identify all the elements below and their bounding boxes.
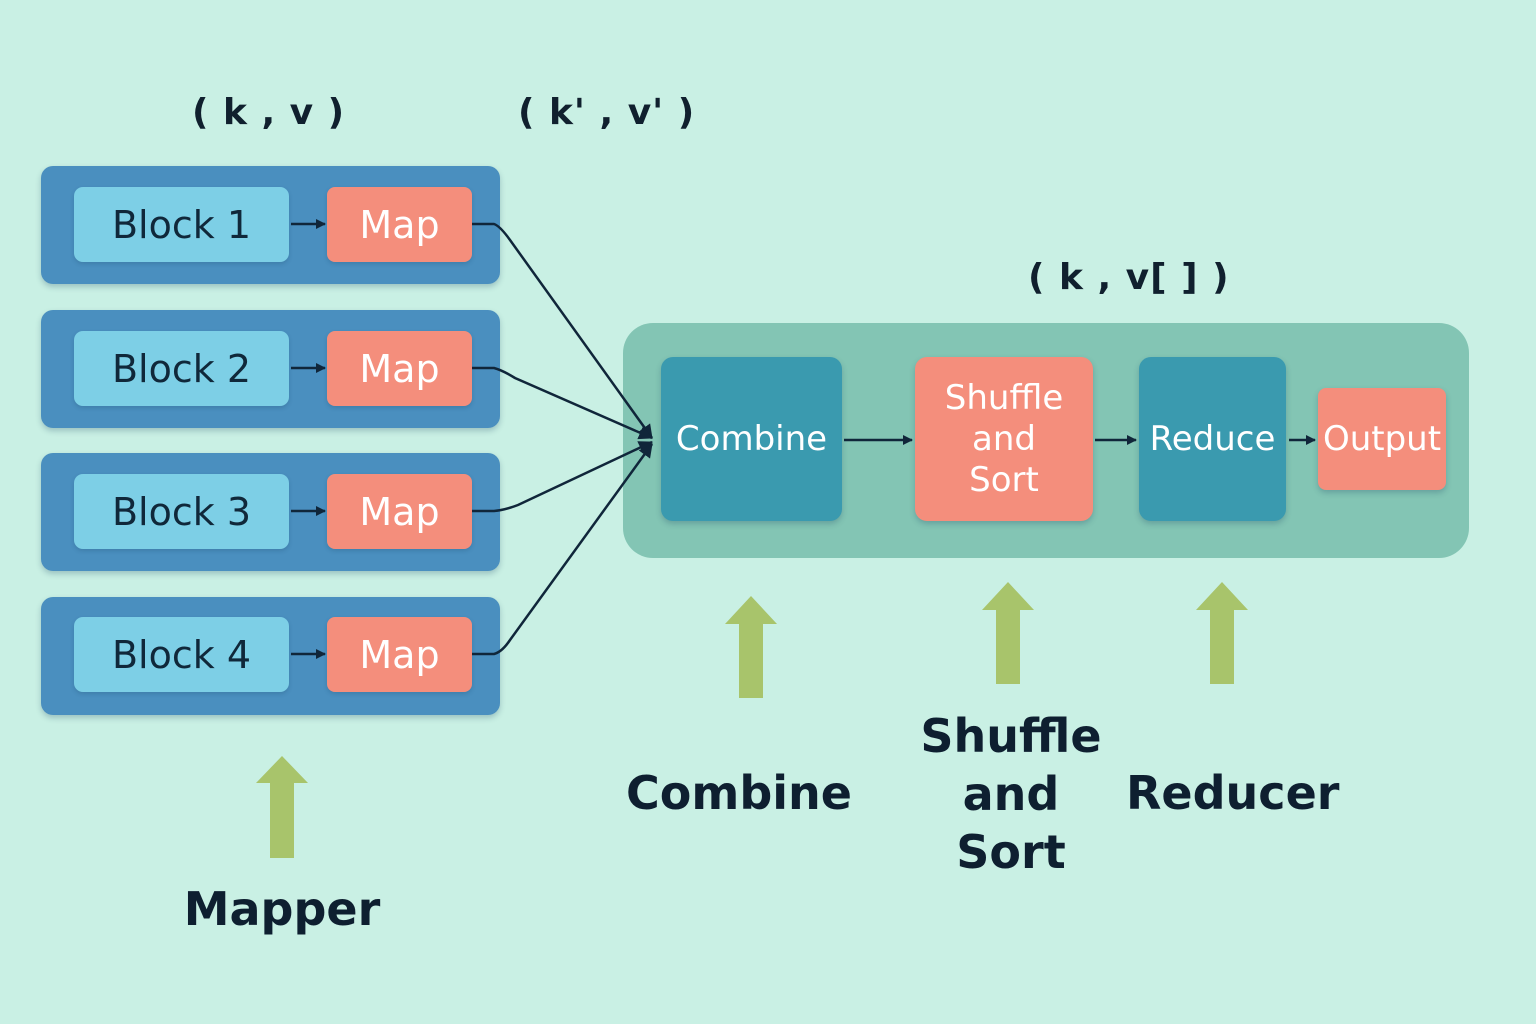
map-1: Map (327, 187, 472, 262)
shuffle-sort-label: Shuffle and Sort (920, 709, 1102, 879)
map-3: Map (327, 474, 472, 549)
block-2: Block 2 (74, 331, 289, 406)
map-3-to-combine-connector (472, 440, 653, 513)
reducer-label: Reducer (1126, 766, 1340, 820)
up-arrow-icon (725, 596, 777, 698)
map-2: Map (327, 331, 472, 406)
block-3: Block 3 (74, 474, 289, 549)
block-1: Block 1 (74, 187, 289, 262)
up-arrow-icon (1196, 582, 1248, 684)
output-stage: Output (1318, 388, 1446, 490)
map-1-to-combine-connector (472, 222, 654, 439)
map-4: Map (327, 617, 472, 692)
up-arrow-icon (256, 756, 308, 858)
map-4-to-combine-connector (472, 443, 654, 656)
reduce-stage: Reduce (1139, 357, 1286, 521)
combine-stage: Combine (661, 357, 842, 521)
shuffle-sort-stage: Shuffle and Sort (915, 357, 1093, 521)
map-2-to-combine-connector (472, 366, 653, 440)
grouped-kv-annotation: ( k , v[ ] ) (1028, 257, 1230, 298)
map-output-kv-annotation: ( k' , v' ) (518, 92, 696, 133)
mapper-kv-annotation: ( k , v ) (192, 92, 346, 133)
up-arrow-icon (982, 582, 1034, 684)
combine-label: Combine (626, 766, 852, 820)
mapper-label: Mapper (183, 882, 381, 936)
block-4: Block 4 (74, 617, 289, 692)
